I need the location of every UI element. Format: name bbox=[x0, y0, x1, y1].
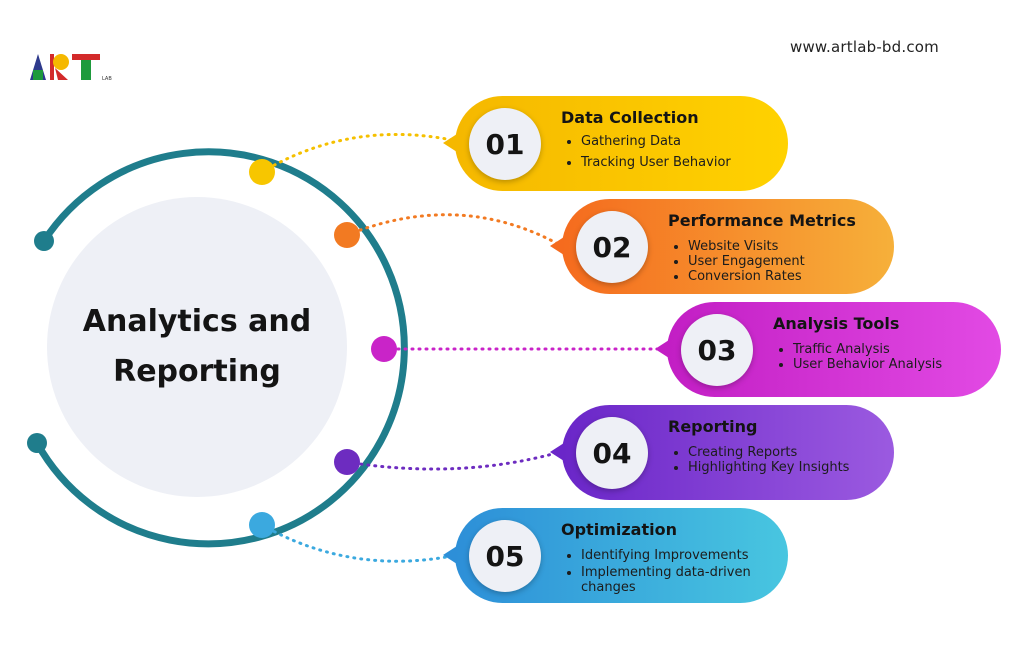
step-number: 04 bbox=[576, 417, 648, 489]
bullet-item: Highlighting Key Insights bbox=[688, 460, 849, 475]
step-bullets: Gathering Data Tracking User Behavior bbox=[567, 134, 731, 176]
bullet-item: Conversion Rates bbox=[688, 269, 805, 284]
step-number: 03 bbox=[681, 314, 753, 386]
step-bullets: Website Visits User Engagement Conversio… bbox=[674, 239, 805, 284]
bullet-item: Website Visits bbox=[688, 239, 805, 254]
connector-04 bbox=[345, 450, 562, 471]
step-card-03: 03 Analysis Tools Traffic Analysis User … bbox=[655, 302, 1001, 397]
step-title: Analysis Tools bbox=[773, 314, 900, 333]
step-bullets: Creating Reports Highlighting Key Insigh… bbox=[674, 445, 849, 475]
bullet-item: User Behavior Analysis bbox=[793, 357, 942, 372]
pointer-arrow-icon bbox=[550, 443, 564, 461]
ring-end-top bbox=[34, 231, 54, 251]
ring-end-bottom bbox=[27, 433, 47, 453]
ring-dot-02 bbox=[334, 222, 360, 248]
step-card-02: 02 Performance Metrics Website Visits Us… bbox=[550, 199, 894, 294]
bullet-item: Creating Reports bbox=[688, 445, 849, 460]
bullet-item: Traffic Analysis bbox=[793, 342, 942, 357]
bullet-item: Tracking User Behavior bbox=[581, 155, 731, 170]
connector-05 bbox=[260, 523, 454, 563]
pointer-arrow-icon bbox=[550, 237, 564, 255]
connector-02 bbox=[345, 213, 562, 247]
ring-arc bbox=[33, 148, 408, 548]
artlab-logo: LAB bbox=[30, 54, 112, 82]
ring-dot-04 bbox=[334, 449, 360, 475]
bullet-item: Implementing data-driven changes bbox=[581, 565, 771, 595]
step-card-04: 04 Reporting Creating Reports Highlighti… bbox=[550, 405, 894, 500]
step-bullets: Identifying Improvements Implementing da… bbox=[567, 548, 771, 601]
step-title: Data Collection bbox=[561, 108, 699, 127]
step-title: Optimization bbox=[561, 520, 677, 539]
step-bullets: Traffic Analysis User Behavior Analysis bbox=[779, 342, 942, 372]
step-card-01: 01 Data Collection Gathering Data Tracki… bbox=[443, 96, 788, 191]
website-url[interactable]: www.artlab-bd.com bbox=[790, 38, 939, 56]
bullet-item: User Engagement bbox=[688, 254, 805, 269]
step-title: Reporting bbox=[668, 417, 758, 436]
step-title: Performance Metrics bbox=[668, 211, 856, 230]
ring-dot-03 bbox=[371, 336, 397, 362]
pointer-arrow-icon bbox=[655, 340, 669, 358]
step-card-05: 05 Optimization Identifying Improvements… bbox=[443, 508, 788, 603]
step-number: 01 bbox=[469, 108, 541, 180]
pointer-arrow-icon bbox=[443, 134, 457, 152]
connector-01 bbox=[260, 132, 454, 174]
step-number: 02 bbox=[576, 211, 648, 283]
bullet-item: Gathering Data bbox=[581, 134, 731, 149]
svg-text:LAB: LAB bbox=[102, 76, 112, 82]
center-circle: Analytics and Reporting bbox=[47, 197, 347, 497]
pointer-arrow-icon bbox=[443, 546, 457, 564]
ring-dot-01 bbox=[249, 159, 275, 185]
ring-dot-05 bbox=[249, 512, 275, 538]
step-number: 05 bbox=[469, 520, 541, 592]
bullet-item: Identifying Improvements bbox=[581, 548, 771, 563]
center-title: Analytics and Reporting bbox=[82, 304, 312, 389]
